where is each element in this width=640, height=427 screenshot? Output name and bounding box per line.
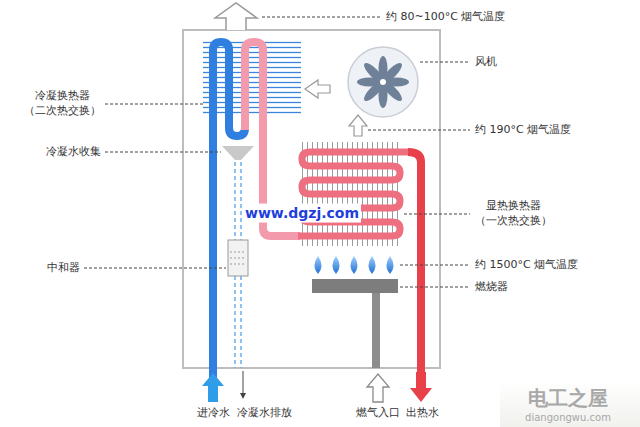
cold-water-pipe xyxy=(213,42,245,378)
burner xyxy=(312,279,398,293)
boiler-housing xyxy=(183,30,440,368)
flue-arrow-left xyxy=(305,80,330,98)
flue-temperature-note: 约 190°C 烟气温度 xyxy=(475,123,571,138)
gas-inlet-arrow xyxy=(367,374,389,402)
part-name: 燃烧器 xyxy=(475,280,508,295)
gas-pipe xyxy=(372,293,380,368)
part-name: 冷凝水收集 xyxy=(46,145,101,160)
watermark: diangongwu.com xyxy=(525,411,611,425)
burner-flames xyxy=(315,256,394,274)
hot-water-pipe xyxy=(408,152,421,372)
hot-outlet-arrow xyxy=(410,372,432,402)
part-name: 冷凝换热器 （二次热交换） xyxy=(24,89,101,119)
leader-lines xyxy=(84,17,470,287)
port-name: 出热水 xyxy=(406,406,439,421)
condensate-drain-head xyxy=(240,393,246,399)
watermark: www.dgzj.com xyxy=(243,204,361,223)
condensate-drain-line xyxy=(243,371,244,396)
port-name: 燃气入口 xyxy=(356,406,400,421)
port-name: 冷凝水排放 xyxy=(237,406,292,421)
port-name: 进冷水 xyxy=(197,406,230,421)
flue-temperature-note: 约 80~100°C 烟气温度 xyxy=(386,10,505,25)
watermark-ground xyxy=(500,380,640,427)
flue-arrow-up xyxy=(349,115,367,136)
flue-temperature-note: 约 1500°C 烟气温度 xyxy=(475,258,578,273)
neutralizer xyxy=(228,240,248,276)
cold-inlet-arrow xyxy=(202,373,224,402)
condensate-funnel xyxy=(222,146,254,160)
fan-blades xyxy=(357,56,409,108)
condenser-fins xyxy=(203,40,301,114)
part-name: 风机 xyxy=(475,55,497,70)
part-name: 显热换热器 （一次热交换） xyxy=(475,199,552,229)
part-name: 中和器 xyxy=(47,261,80,276)
exhaust-arrow xyxy=(215,3,257,30)
fan-housing xyxy=(348,47,418,117)
primary-exchanger-pipe xyxy=(298,152,410,236)
watermark: 电工之屋 xyxy=(528,385,608,412)
neutralizer-media xyxy=(230,252,246,264)
